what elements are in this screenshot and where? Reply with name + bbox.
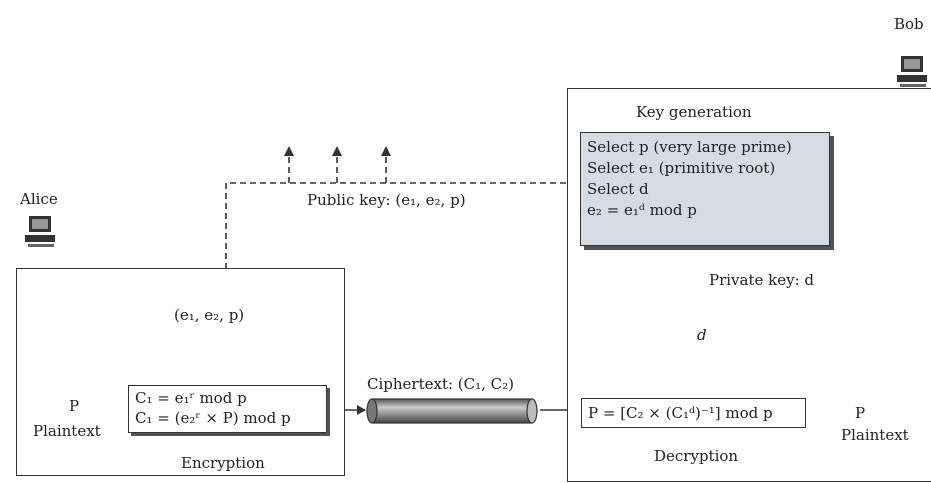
public-key-label: Public key: (e₁, e₂, p) xyxy=(307,191,466,209)
up-arrow-icon xyxy=(332,146,342,156)
decryption-box: P = [C₂ × (C₁ᵈ)⁻¹] mod p xyxy=(581,398,806,428)
computer-icon xyxy=(897,56,927,87)
private-key-at-bob: d xyxy=(697,326,707,344)
bob-label: Bob xyxy=(894,15,924,33)
keygen-step-1: Select p (very large prime) xyxy=(587,138,792,156)
encryption-formula-1: C₁ = e₁ʳ mod p xyxy=(135,389,247,407)
decryption-title: Decryption xyxy=(654,447,739,465)
up-arrow-icon xyxy=(284,146,294,156)
keygen-step-2: Select e₁ (primitive root) xyxy=(587,159,776,177)
plaintext-output-symbol: P xyxy=(855,404,866,422)
computer-icon xyxy=(25,216,55,247)
keygen-step-3: Select d xyxy=(587,180,649,198)
key-generation-title: Key generation xyxy=(636,103,752,121)
key-generation-box: Select p (very large prime) Select e₁ (p… xyxy=(580,132,830,246)
plaintext-input-label: Plaintext xyxy=(33,422,101,440)
keygen-step-4: e₂ = e₁ᵈ mod p xyxy=(587,201,697,219)
ciphertext-label: Ciphertext: (C₁, C₂) xyxy=(367,375,515,393)
alice-region xyxy=(16,268,345,476)
public-key-path xyxy=(225,152,576,300)
up-arrow-icon xyxy=(381,146,391,156)
encryption-formula-2: C₁ = (e₂ʳ × P) mod p xyxy=(135,409,291,427)
plaintext-input-symbol: P xyxy=(69,397,80,415)
public-key-at-alice: (e₁, e₂, p) xyxy=(174,306,245,324)
encryption-title: Encryption xyxy=(181,454,265,472)
decryption-formula: P = [C₂ × (C₁ᵈ)⁻¹] mod p xyxy=(588,404,773,422)
private-key-label: Private key: d xyxy=(709,271,815,289)
encryption-box: C₁ = e₁ʳ mod p C₁ = (e₂ʳ × P) mod p xyxy=(128,385,327,433)
plaintext-output-label: Plaintext xyxy=(841,426,909,444)
alice-label: Alice xyxy=(20,190,58,208)
cylinder-channel-icon xyxy=(366,398,538,424)
